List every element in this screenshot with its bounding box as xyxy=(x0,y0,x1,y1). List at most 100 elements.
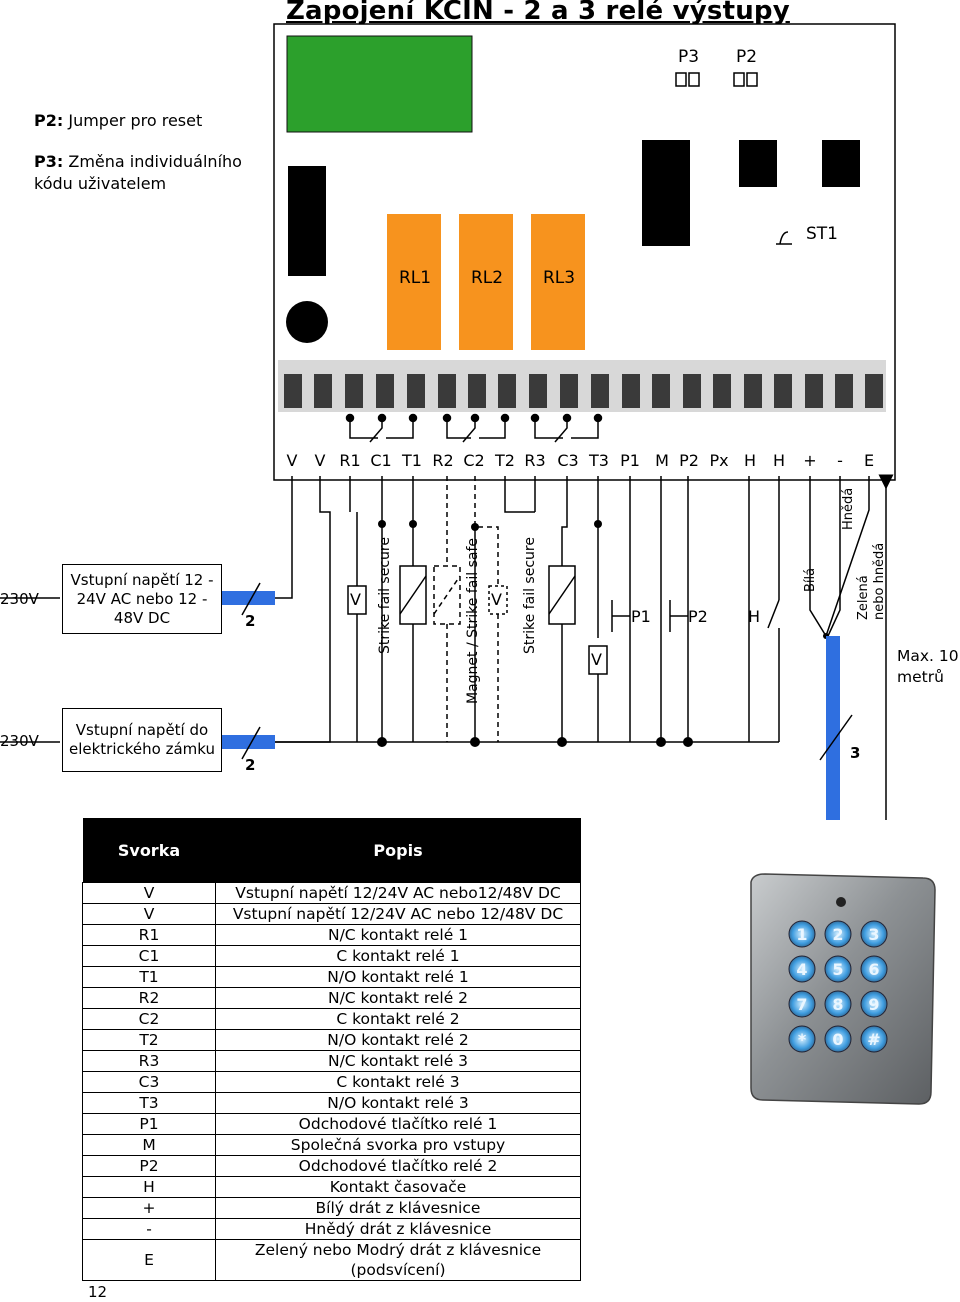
cell-terminal: T1 xyxy=(82,966,216,988)
terminal-block xyxy=(438,374,456,408)
terminal-label: R2 xyxy=(432,451,454,470)
cell-terminal: R3 xyxy=(82,1050,216,1072)
cell-terminal: + xyxy=(82,1197,216,1219)
cell-terminal: P1 xyxy=(82,1113,216,1135)
keypad-key-button xyxy=(788,990,816,1018)
terminal-label: C2 xyxy=(463,451,485,470)
contact-dot xyxy=(530,413,540,423)
supply-wire-count: 2 xyxy=(245,612,256,630)
cell-description: N/O kontakt relé 1 xyxy=(215,966,581,988)
keypad-key: # xyxy=(860,1025,888,1053)
terminal-label: P1 xyxy=(620,451,640,470)
note-p2: P2: Jumper pro reset xyxy=(34,110,202,132)
terminal-block xyxy=(376,374,394,408)
keypad-key-label: 3 xyxy=(868,925,879,944)
terminal-block xyxy=(805,374,823,408)
lock-cable xyxy=(222,735,275,749)
chip xyxy=(288,166,326,276)
terminal-block xyxy=(314,374,332,408)
terminal-block xyxy=(774,374,792,408)
switch-h-label: H xyxy=(748,607,761,626)
contact-dot xyxy=(377,413,387,423)
load-v-1 xyxy=(347,585,367,615)
contact-dot xyxy=(470,413,480,423)
keypad-key: 8 xyxy=(824,990,852,1018)
keypad-key-label: 1 xyxy=(796,925,807,944)
keypad-key-button xyxy=(788,920,816,948)
page-number: 12 xyxy=(88,1283,108,1301)
cell-description: Hnědý drát z klávesnice xyxy=(215,1218,581,1240)
magnet-coil xyxy=(433,565,461,625)
lock-supply-box: Vstupní napětí do elektrického zámku xyxy=(62,708,222,772)
terminal-blocks xyxy=(284,374,883,408)
keypad-key-button xyxy=(860,1025,888,1053)
keypad-key-button xyxy=(860,955,888,983)
cell-description: Společná svorka pro vstupy xyxy=(215,1134,581,1156)
contact-dot xyxy=(593,413,603,423)
button-p1-label: P1 xyxy=(631,607,651,626)
terminal-block xyxy=(835,374,853,408)
jumper-p2 xyxy=(733,72,758,87)
cell-terminal: V xyxy=(82,882,216,904)
cell-description: Vstupní napětí 12/24V AC nebo 12/48V DC xyxy=(215,903,581,925)
button-p1 xyxy=(611,600,631,632)
relay-contact-symbols xyxy=(345,413,603,443)
relay-rl2 xyxy=(459,214,513,350)
keypad-key: 5 xyxy=(824,955,852,983)
junction-dots xyxy=(377,520,829,747)
terminal-label: - xyxy=(837,451,843,470)
st1-label: ST1 xyxy=(806,224,838,244)
keypad-key-label: 9 xyxy=(868,995,879,1014)
keypad-key-label: * xyxy=(798,1030,807,1049)
terminal-block xyxy=(622,374,640,408)
relay-rl1 xyxy=(387,214,441,350)
terminal-label: H xyxy=(743,451,757,470)
keypad-cable xyxy=(826,636,840,820)
cell-terminal: - xyxy=(82,1218,216,1240)
terminal-label: P2 xyxy=(679,451,699,470)
display xyxy=(286,35,473,133)
terminal-strip xyxy=(278,360,886,412)
switch-h xyxy=(767,599,780,629)
chip xyxy=(739,140,777,187)
keypad-key: 6 xyxy=(860,955,888,983)
cell-terminal: P2 xyxy=(82,1155,216,1177)
cell-description: Bílý drát z klávesnice xyxy=(215,1197,581,1219)
keypad-key: 9 xyxy=(860,990,888,1018)
page-title: Zapojení KCIN - 2 a 3 relé výstupy xyxy=(286,0,790,26)
button-p2-label: P2 xyxy=(688,607,708,626)
cell-description: Zelený nebo Modrý drát z klávesnice (pod… xyxy=(215,1239,581,1281)
terminal-block xyxy=(468,374,486,408)
keypad-key: 7 xyxy=(788,990,816,1018)
chip xyxy=(822,140,860,187)
terminal-block xyxy=(683,374,701,408)
keypad-key-label: 4 xyxy=(796,960,807,979)
terminal-block xyxy=(652,374,670,408)
relay-rl2-label: RL2 xyxy=(471,268,504,288)
jumper-p3 xyxy=(675,72,700,87)
terminal-block xyxy=(591,374,609,408)
note-text: Změna individuálního kódu uživatelem xyxy=(34,152,242,193)
keypad-wire-count: 3 xyxy=(850,744,861,762)
keypad-key-button xyxy=(824,920,852,948)
cell-description: Odchodové tlačítko relé 1 xyxy=(215,1113,581,1135)
keypad-key-button xyxy=(824,955,852,983)
cell-description: N/C kontakt relé 2 xyxy=(215,987,581,1009)
terminal-label: Px xyxy=(709,451,729,470)
terminal-block xyxy=(560,374,578,408)
loads xyxy=(347,565,780,675)
cell-description: N/C kontakt relé 1 xyxy=(215,924,581,946)
cell-description: Odchodové tlačítko relé 2 xyxy=(215,1155,581,1177)
keypad-led xyxy=(836,897,846,907)
chip xyxy=(642,140,690,246)
